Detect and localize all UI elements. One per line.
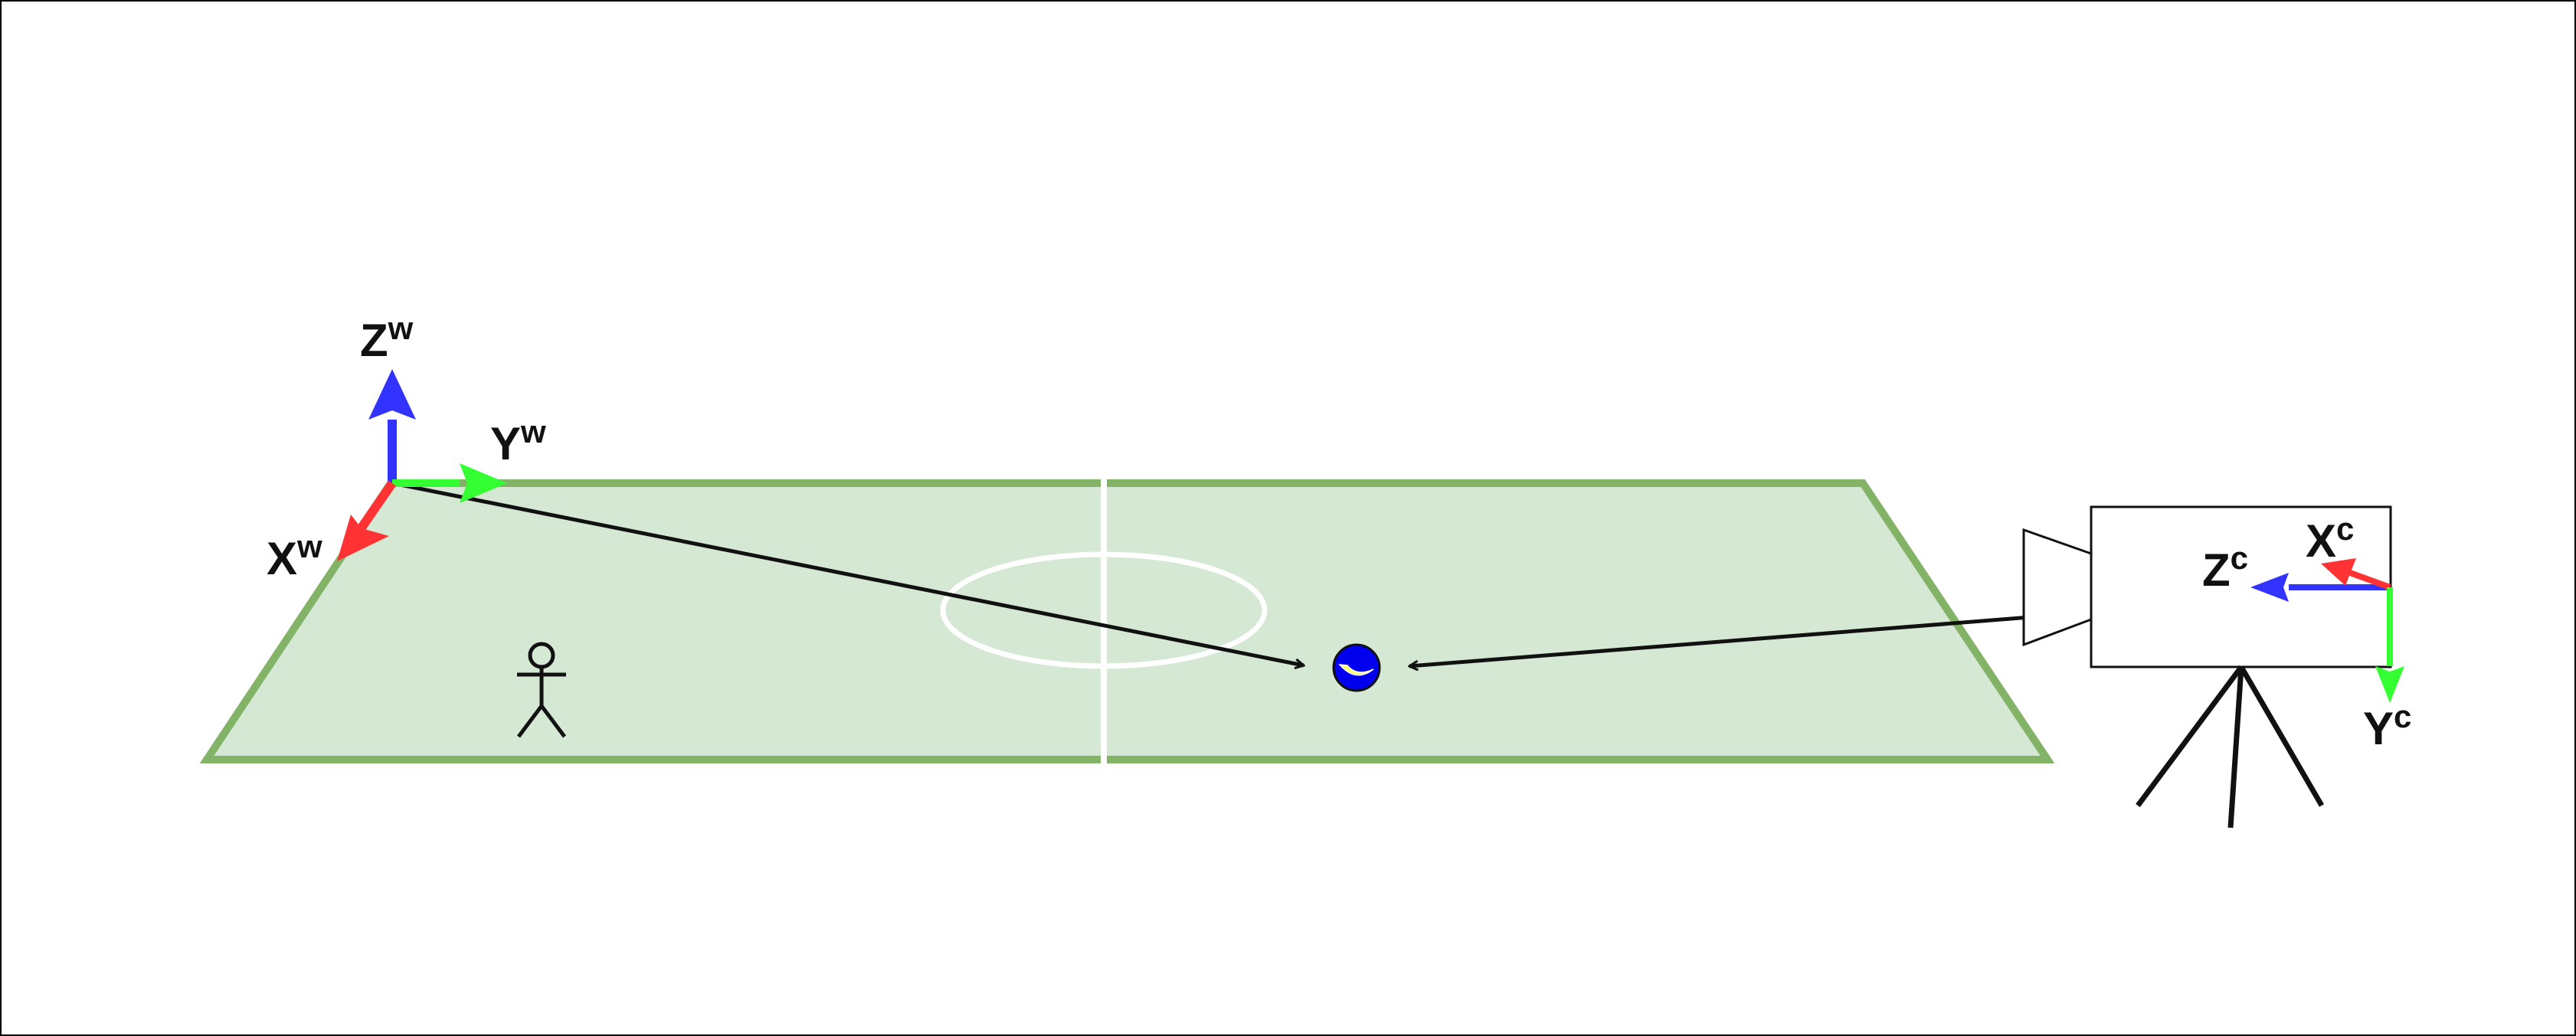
world-x-label: Xw	[267, 528, 322, 584]
camera-x-arrowhead	[2321, 558, 2356, 586]
camera-tripod	[2136, 665, 2325, 828]
camera-x-label: Xc	[2306, 511, 2354, 567]
camera-y-arrowhead	[2375, 666, 2404, 703]
ball-icon	[1332, 643, 1381, 692]
field-surface	[199, 479, 2055, 763]
world-z-arrowhead	[368, 369, 416, 420]
camera-z-arrowhead	[2250, 573, 2289, 602]
player-figure	[517, 642, 566, 738]
camera-y-label: Yc	[2363, 698, 2411, 754]
field-center-circle	[940, 551, 1268, 669]
camera-x-axis	[2349, 570, 2391, 590]
soccer-field	[199, 479, 2055, 763]
camera-z-label: Zc	[2202, 540, 2248, 596]
camera-coordinate-frame: Zc Xc Yc	[2202, 511, 2411, 754]
camera-lens	[2022, 528, 2093, 647]
world-y-label: Yw	[490, 413, 546, 469]
world-z-label: Zw	[360, 310, 414, 366]
world-coordinate-frame: Zw Yw Xw	[267, 310, 546, 584]
world-to-ball-vector	[391, 481, 1304, 665]
world-x-arrowhead	[337, 515, 389, 561]
world-y-arrowhead	[460, 463, 507, 503]
world-x-axis	[356, 480, 396, 533]
